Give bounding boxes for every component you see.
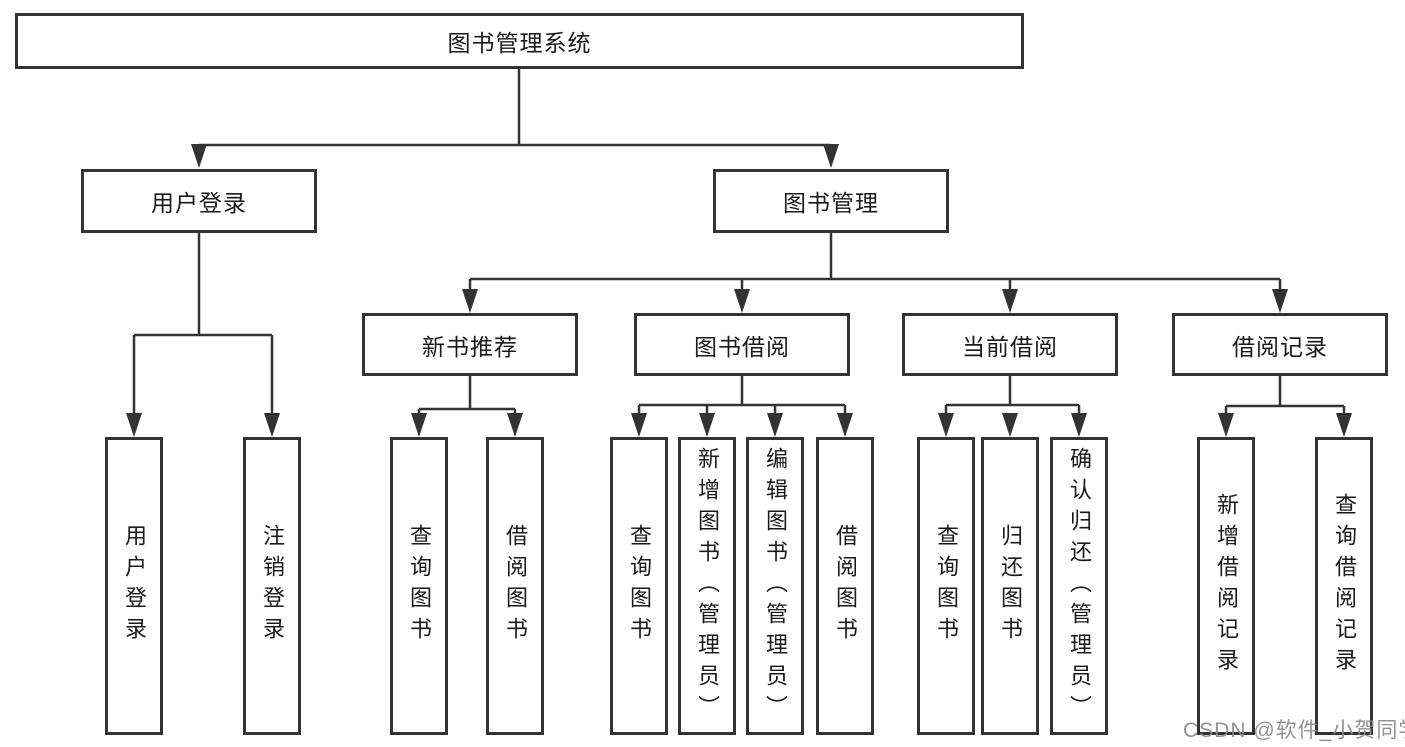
leaf-borrow-books-borrowing: 借阅图书 bbox=[816, 437, 874, 735]
arrow-icon bbox=[191, 144, 207, 168]
arrow-icon bbox=[507, 413, 523, 437]
arrow-icon bbox=[734, 289, 750, 313]
node-label: 用户登录 bbox=[151, 190, 247, 216]
node-label: 归还图书 bbox=[998, 524, 1023, 648]
arrow-icon bbox=[126, 413, 142, 437]
node-label: 用户登录 bbox=[122, 524, 147, 648]
leaf-logout: 注销登录 bbox=[243, 437, 301, 735]
arrow-icon bbox=[1272, 289, 1288, 313]
leaf-borrow-books-recommendation: 借阅图书 bbox=[486, 437, 544, 735]
arrow-icon bbox=[938, 413, 954, 437]
arrow-icon bbox=[837, 413, 853, 437]
node-label: 图书借阅 bbox=[694, 333, 790, 360]
node-label: 新书推荐 bbox=[422, 333, 518, 360]
leaf-edit-books-admin: 编辑图书（管理员） bbox=[746, 437, 804, 735]
leaf-query-books-current: 查询图书 bbox=[917, 437, 975, 735]
leaf-return-books: 归还图书 bbox=[981, 437, 1039, 735]
leaf-confirm-return-admin: 确认归还（管理员） bbox=[1050, 437, 1108, 735]
node-label: 借阅记录 bbox=[1232, 333, 1328, 360]
node-label: 查询图书 bbox=[407, 524, 432, 648]
node-label: 查询借阅记录 bbox=[1332, 493, 1357, 679]
node-label: 借阅图书 bbox=[833, 524, 858, 648]
node-label: 编辑图书（管理员） bbox=[763, 446, 788, 726]
arrow-icon bbox=[462, 289, 478, 313]
arrow-icon bbox=[1336, 413, 1352, 437]
watermark: CSDN @软件_小贺同学 bbox=[1183, 719, 1405, 742]
arrow-icon bbox=[1218, 413, 1234, 437]
node-new-book-recommendation: 新书推荐 bbox=[362, 313, 578, 376]
arrow-icon bbox=[1002, 413, 1018, 437]
node-label: 借阅图书 bbox=[503, 524, 528, 648]
node-book-borrowing: 图书借阅 bbox=[634, 313, 850, 376]
leaf-query-borrow-record: 查询借阅记录 bbox=[1315, 437, 1373, 735]
leaf-add-books-admin: 新增图书（管理员） bbox=[678, 437, 736, 735]
leaf-query-books-recommendation: 查询图书 bbox=[390, 437, 448, 735]
node-label: 查询图书 bbox=[627, 524, 652, 648]
arrowheads bbox=[126, 144, 1352, 437]
arrow-icon bbox=[767, 413, 783, 437]
node-user-login: 用户登录 bbox=[81, 169, 317, 233]
node-book-management: 图书管理 bbox=[713, 169, 949, 233]
arrow-icon bbox=[631, 413, 647, 437]
arrow-icon bbox=[411, 413, 427, 437]
arrow-icon bbox=[1071, 413, 1087, 437]
leaf-add-borrow-record: 新增借阅记录 bbox=[1197, 437, 1255, 735]
node-label: 图书管理系统 bbox=[447, 30, 592, 56]
node-label: 新增图书（管理员） bbox=[695, 446, 720, 726]
leaf-user-login: 用户登录 bbox=[105, 437, 163, 735]
node-label: 查询图书 bbox=[934, 524, 959, 648]
node-label: 当前借阅 bbox=[962, 333, 1058, 360]
leaf-query-books-borrowing: 查询图书 bbox=[610, 437, 668, 735]
node-current-borrowing: 当前借阅 bbox=[902, 313, 1118, 376]
node-label: 确认归还（管理员） bbox=[1067, 446, 1092, 726]
node-borrowing-records: 借阅记录 bbox=[1172, 313, 1388, 376]
arrow-icon bbox=[1002, 289, 1018, 313]
node-library-management-system: 图书管理系统 bbox=[15, 13, 1024, 69]
node-label: 图书管理 bbox=[783, 190, 879, 216]
arrow-icon bbox=[699, 413, 715, 437]
arrow-icon bbox=[264, 413, 280, 437]
node-label: 新增借阅记录 bbox=[1214, 493, 1239, 679]
arrow-icon bbox=[823, 144, 839, 168]
node-label: 注销登录 bbox=[260, 524, 285, 648]
